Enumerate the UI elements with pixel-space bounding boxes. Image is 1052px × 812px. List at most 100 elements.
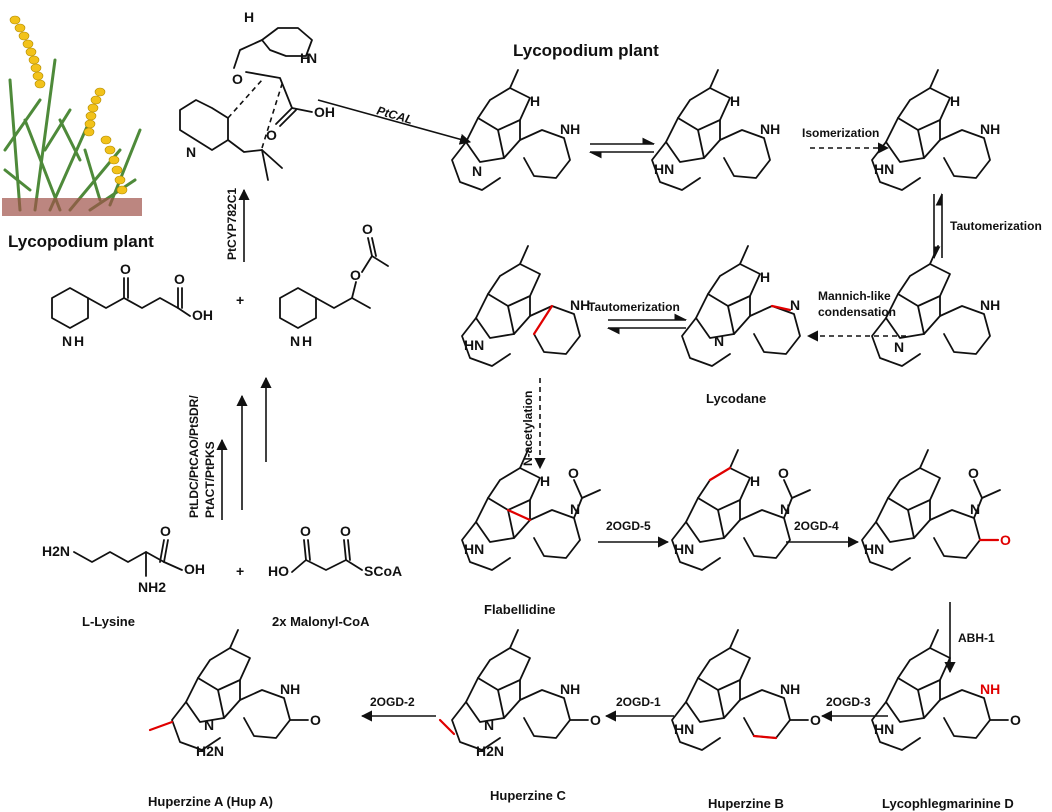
atom-o-ka: O <box>120 261 131 277</box>
atom-n-ka: N <box>62 333 72 349</box>
label-malonyl-coa: 2x Malonyl-CoA <box>272 614 370 629</box>
enzyme-2ogd3: 2OGD-3 <box>826 695 871 709</box>
atom-n-cage: N <box>204 717 214 733</box>
atom-n-cage: HN <box>674 721 694 737</box>
atom-h-cage: H <box>530 93 540 109</box>
label-huperzine-c: Huperzine C <box>490 788 566 803</box>
atom-n-cage: HN <box>864 541 884 557</box>
atom-n-cage: N <box>472 163 482 179</box>
atom-h-cage: H <box>760 269 770 285</box>
atom-nh-n: N <box>307 50 317 66</box>
pathway-enzymes-2: PtACT/PtPKS <box>203 441 217 518</box>
acetoxy-piperidine-compound: N H O O <box>279 221 389 349</box>
atom-ring-n: N <box>790 297 800 313</box>
atom-o-ketone: O <box>810 712 821 728</box>
atom-o-acetyl: O <box>968 465 979 481</box>
cage-lycodane: NHN <box>681 245 801 367</box>
atom-ring-n: N <box>570 501 580 517</box>
atom-o: O <box>232 71 243 87</box>
atom-o-acetyl: O <box>568 465 579 481</box>
enzyme-ptcal: PtCAL <box>375 103 414 127</box>
step-tautomerization-mid: Tautomerization <box>588 300 680 314</box>
atom-h-cage: H <box>540 473 550 489</box>
enzyme-abh1: ABH-1 <box>958 631 995 645</box>
label-lycophlegmarinine-d: Lycophlegmarinine D <box>882 796 1014 811</box>
atom-h2n-cage: H2N <box>196 743 224 759</box>
enzyme-2ogd1: 2OGD-1 <box>616 695 661 709</box>
atom-o-lys: O <box>160 523 171 539</box>
atom-n-cage: HN <box>464 337 484 353</box>
atom-ring-n: NH <box>560 121 580 137</box>
atom-h-ap: H <box>302 333 312 349</box>
plus-sign-1: + <box>236 292 244 308</box>
enzyme-ptcyp782c1: PtCYP782C1 <box>225 188 239 260</box>
atom-ring-n: NH <box>560 681 580 697</box>
atom-n-cage: HN <box>464 541 484 557</box>
atom-ring-n: NH <box>780 681 800 697</box>
plant-label-left: Lycopodium plant <box>8 232 154 251</box>
atom-h-cage: H <box>730 93 740 109</box>
atom-ring-n: NH <box>570 297 590 313</box>
atom-o2: O <box>266 127 277 143</box>
step-n-acetylation: N-acetylation <box>521 391 535 466</box>
cage-huperzine-c: N NH O H2N <box>438 629 601 759</box>
label-huperzine-b: Huperzine B <box>708 796 784 811</box>
atom-ring-n: NH <box>980 681 1000 697</box>
atom-o-ketone: O <box>310 712 321 728</box>
atom-n: N <box>186 144 196 160</box>
polycyclic-structures: NHNHHNHNHHNHNHNNHNHNHNNHHNHNOHNHNOHNNOOH… <box>148 69 1021 759</box>
pathway-enzymes-1: PtLDC/PtCAO/PtSDR/ <box>187 395 201 518</box>
atom-o-ketone: O <box>590 712 601 728</box>
cage-oxo-intermediate: HN N O O <box>861 449 1011 571</box>
lycopodium-plant-illustration <box>2 15 142 216</box>
step-tautomerization-right: Tautomerization <box>950 219 1042 233</box>
cage-lycophlegmarinine-d: HN NH O <box>871 629 1021 751</box>
keto-acid-compound: N H O O OH <box>51 261 213 349</box>
malonyl-coa-structure: HO O O SCoA <box>268 523 402 579</box>
atom-o2-ap: O <box>362 221 373 237</box>
atom-o-ketone: O <box>1010 712 1021 728</box>
atom-h-ka: H <box>74 333 84 349</box>
atom-oh-ka: OH <box>192 307 213 323</box>
atom-h-cage: H <box>950 93 960 109</box>
atom-o2-mal: O <box>340 523 351 539</box>
atom-ring-n: NH <box>980 121 1000 137</box>
atom-h-cage: H <box>750 473 760 489</box>
label-flabellidine: Flabellidine <box>484 602 556 617</box>
atom-h2n-lys: H2N <box>42 543 70 559</box>
atom-n-ap: N <box>290 333 300 349</box>
atom-oh: OH <box>314 104 335 120</box>
l-lysine-structure: H2N NH2 O OH <box>42 523 205 595</box>
atom-n-cage: HN <box>674 541 694 557</box>
enzyme-2ogd2: 2OGD-2 <box>370 695 415 709</box>
label-huperzine-a: Huperzine A (Hup A) <box>148 794 273 809</box>
atom-scoa: SCoA <box>364 563 402 579</box>
atom-o-ap: O <box>350 267 361 283</box>
atom-ring-n: NH <box>980 297 1000 313</box>
atom-oh-lys: OH <box>184 561 205 577</box>
atom-ring-n: N <box>780 501 790 517</box>
enzyme-2ogd4: 2OGD-4 <box>794 519 839 533</box>
atom-n-cage: HN <box>874 721 894 737</box>
atom-h: H <box>244 9 254 25</box>
step-mannich-1: Mannich-like <box>818 289 891 303</box>
atom-ring-n: N <box>970 501 980 517</box>
atom-o-ketone: O <box>1000 532 1011 548</box>
atom-n-cage: N <box>484 717 494 733</box>
label-lycodane: Lycodane <box>706 391 766 406</box>
intermediate-top-left: H N H O O OH N <box>179 9 335 181</box>
cage-intermediate-5: HN NH <box>461 245 590 367</box>
step-isomerization: Isomerization <box>802 126 879 140</box>
atom-o-mal: O <box>300 523 311 539</box>
atom-ring-n: NH <box>760 121 780 137</box>
atom-ho-mal: HO <box>268 563 289 579</box>
step-mannich-2: condensation <box>818 305 896 319</box>
atom-h2n-cage: H2N <box>476 743 504 759</box>
atom-o-acetyl: O <box>778 465 789 481</box>
enzyme-2ogd5: 2OGD-5 <box>606 519 651 533</box>
